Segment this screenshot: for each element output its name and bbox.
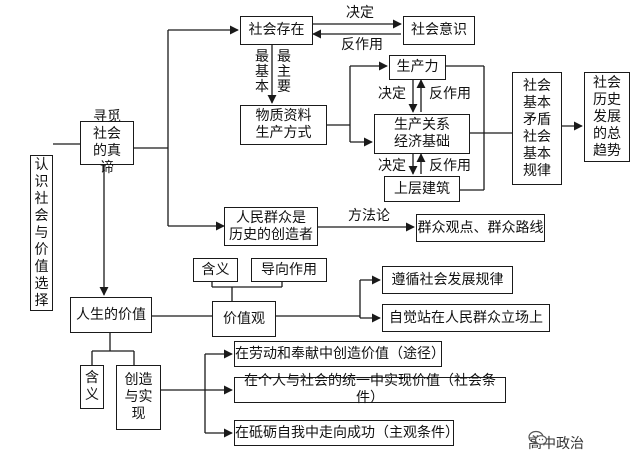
node-create-realize: 创造 与实 现 bbox=[116, 365, 161, 430]
node-root: 认 识 社 会 与 价 值 选 择 bbox=[30, 155, 53, 311]
label-react-low: 反作用 bbox=[429, 158, 471, 174]
label-decide-mid: 决定 bbox=[378, 86, 406, 102]
node-labor: 在劳动和奉献中创造价值（途径） bbox=[234, 341, 445, 367]
wechat-icon bbox=[528, 430, 548, 445]
node-mass-line: 群众观点、群众路线 bbox=[416, 214, 545, 242]
label-decide-top: 决定 bbox=[346, 5, 374, 21]
node-seek-truth: 寻觅 社会 的真 谛 bbox=[80, 109, 134, 176]
node-unity: 在个人与社会的统一中实现价值（社会条件） bbox=[234, 373, 506, 406]
label-most-basic: 最 基 本 bbox=[255, 49, 269, 95]
node-follow-law: 遵循社会发展规律 bbox=[382, 266, 513, 294]
node-masses-creators: 人民群众是 历史的创造者 bbox=[224, 207, 318, 246]
node-life-meaning: 含 义 bbox=[80, 365, 104, 409]
node-values-guiding: 导向作用 bbox=[251, 258, 327, 282]
node-social-being: 社会存在 bbox=[240, 16, 313, 45]
node-basic-contradiction: 社会 基本 矛盾 社会 基本 规律 bbox=[512, 72, 562, 185]
label-most-main: 最 主 要 bbox=[277, 49, 291, 95]
node-material-production: 物质资料 生产方式 bbox=[240, 105, 327, 145]
node-values-meaning: 含义 bbox=[193, 258, 238, 282]
node-production-relations: 生产关系 经济基础 bbox=[374, 114, 470, 154]
watermark: 高中政治 bbox=[528, 430, 634, 456]
label-react-top: 反作用 bbox=[341, 37, 383, 53]
node-productive-forces: 生产力 bbox=[389, 55, 446, 80]
node-general-trend: 社会 历史 发展 的总 趋势 bbox=[584, 72, 630, 162]
label-methodology: 方法论 bbox=[348, 208, 390, 224]
node-self-improve: 在砥砺自我中走向成功（主观条件） bbox=[234, 420, 459, 446]
node-values: 价值观 bbox=[212, 301, 276, 337]
node-life-value: 人生的价值 bbox=[70, 297, 152, 333]
node-social-consciousness: 社会意识 bbox=[403, 16, 475, 45]
node-masses-stand: 自觉站在人民群众立场上 bbox=[382, 304, 550, 332]
label-react-mid: 反作用 bbox=[429, 86, 471, 102]
node-superstructure: 上层建筑 bbox=[384, 176, 460, 202]
label-decide-low: 决定 bbox=[378, 158, 406, 174]
